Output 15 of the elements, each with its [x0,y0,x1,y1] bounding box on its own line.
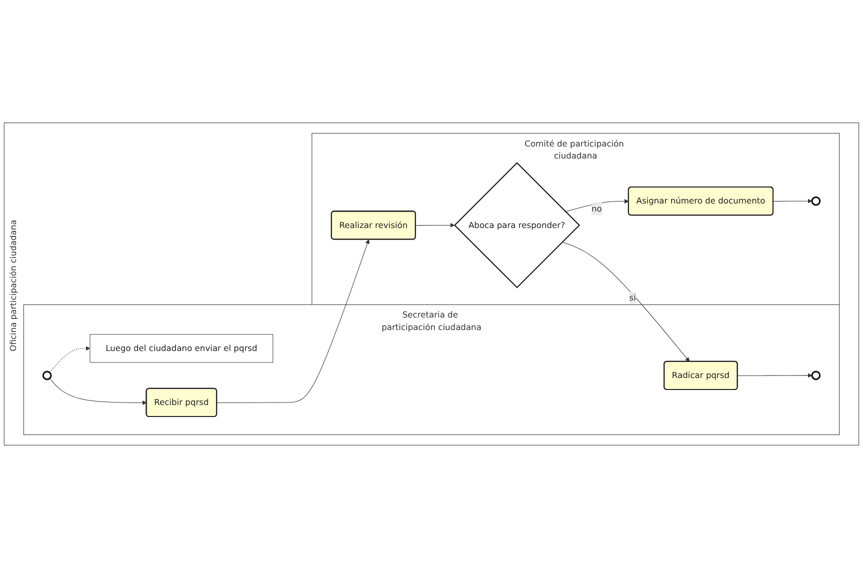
arrow [773,198,812,204]
node-circle [42,370,52,380]
node-diamond: Aboca para responder? [454,162,580,288]
edge-label: no [591,204,602,214]
node-circle [811,196,821,206]
edge-label: si [629,292,636,303]
node-circle [811,370,821,380]
arrow [737,373,812,378]
arrow [49,378,147,406]
arrow [562,242,690,362]
node-box: Luego del ciudadano enviar el pqrsd [90,334,274,363]
arrow [565,199,629,212]
arrow [216,239,370,403]
arrow [415,222,455,228]
arrow [49,346,90,373]
